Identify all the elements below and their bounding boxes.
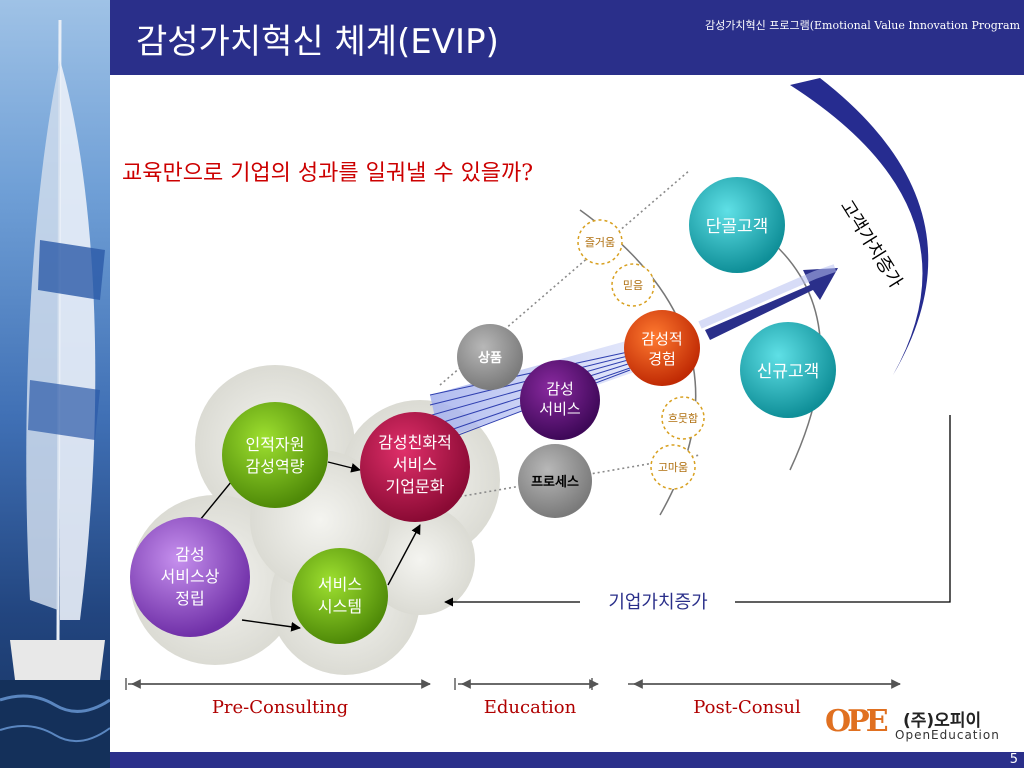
emotional-culture-node — [360, 412, 470, 522]
friendly-line-3: 기업문화 — [386, 477, 445, 496]
sailboat-illustration — [0, 19, 110, 768]
service-system-node — [292, 548, 388, 644]
loyal-customer-node — [689, 177, 785, 273]
experience-line-2: 경험 — [648, 350, 676, 368]
title-bar — [110, 0, 1024, 75]
process-node — [518, 444, 592, 518]
phase-pre-consulting: Pre-Consulting — [212, 697, 348, 718]
question-text: 교육만으로 기업의 성과를 일궈낼 수 있을까? — [122, 161, 533, 186]
emotion-trust: 믿음 — [623, 279, 643, 292]
new-customer-label: 신규고객 — [757, 362, 820, 382]
establish-line-1: 감성 — [175, 545, 204, 564]
logo-english: OpenEducation — [895, 728, 1000, 742]
resources-line-2: 감성역량 — [246, 457, 305, 476]
resources-line-1: 인적자원 — [246, 435, 305, 454]
value-bracket — [770, 415, 951, 603]
experience-line-1: 감성적 — [641, 330, 682, 348]
loyal-customer-label: 단골고객 — [706, 217, 769, 237]
enterprise-value-label: 기업가치증가 — [608, 592, 707, 613]
human-resources-node — [222, 402, 328, 508]
customer-value-label: 고객가치증가 — [836, 197, 906, 292]
company-logo: OPE (주)오피이 OpenEducation — [825, 700, 1005, 745]
product-node — [457, 324, 523, 390]
service-image-node — [130, 517, 250, 637]
product-label: 상품 — [478, 351, 502, 366]
sailboat-photo — [0, 0, 110, 768]
phase-bars — [125, 678, 901, 690]
page-title: 감성가치혁신 체계(EVIP) — [136, 22, 499, 62]
logo-mark: OPE — [825, 704, 889, 739]
emotion-gratitude: 고마움 — [658, 461, 688, 474]
emotional-experience-node — [624, 310, 700, 386]
program-name: 감성가치혁신 프로그램(Emotional Value Innovation P… — [705, 19, 1021, 32]
customer-value-band — [790, 78, 929, 375]
emotion-content: 흐뭇함 — [668, 412, 698, 425]
friendly-line-1: 감성친화적 — [378, 433, 452, 452]
phase-post-consulting: Post-Consul — [693, 697, 801, 718]
establish-line-3: 정립 — [175, 589, 204, 608]
service-line-1: 감성 — [546, 380, 574, 398]
phase-education: Education — [484, 697, 577, 718]
emotional-service-node — [520, 360, 600, 440]
service-line-2: 서비스 — [539, 400, 581, 418]
emotion-joy: 즐거움 — [585, 236, 615, 249]
process-label: 프로세스 — [531, 475, 579, 490]
system-line-2: 시스템 — [318, 597, 362, 616]
logo-korean: (주)오피이 — [903, 711, 982, 731]
emotion-circles — [577, 219, 705, 490]
system-line-1: 서비스 — [318, 575, 362, 594]
new-customer-node — [740, 322, 836, 418]
big-arrow — [705, 268, 838, 340]
establish-line-2: 서비스상 — [161, 567, 220, 586]
friendly-line-2: 서비스 — [393, 455, 437, 474]
page-number: 5 — [1009, 752, 1018, 767]
